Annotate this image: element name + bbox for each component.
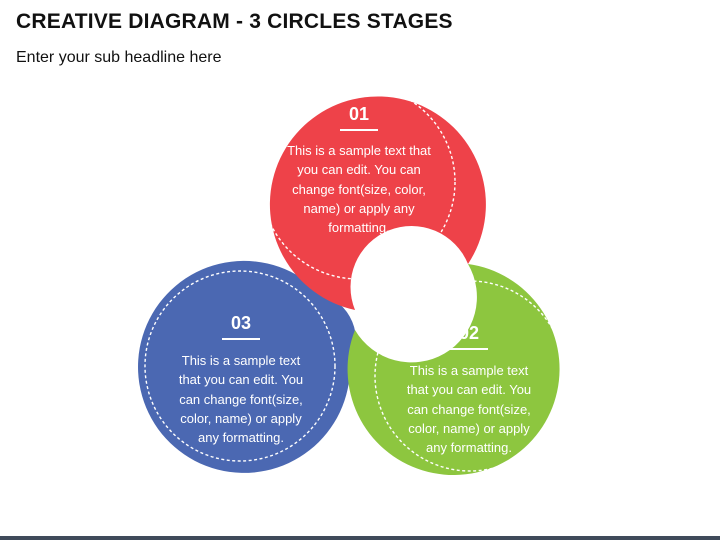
- bottom-bar: [0, 536, 720, 540]
- stage-02-dashed-ring: [374, 280, 566, 472]
- stage-02-shape: [347, 264, 560, 476]
- page-subtitle: Enter your sub headline here: [16, 49, 222, 66]
- stage-03-number-underline: [222, 338, 260, 340]
- stage-03-shape: [138, 260, 357, 473]
- stage-03-circle: [138, 260, 357, 473]
- page-title: CREATIVE DIAGRAM - 3 CIRCLES STAGES: [16, 10, 453, 33]
- stage-01-dashed-ring: [260, 84, 456, 280]
- stage-03-text: This is a sample text that you can edit.…: [178, 353, 304, 446]
- stage-02-number-underline: [450, 348, 488, 350]
- stage-01-number-underline: [340, 129, 378, 131]
- stage-02-text: This is a sample text that you can edit.…: [406, 363, 532, 456]
- stage-01-text: This is a sample text that you can edit.…: [287, 143, 431, 236]
- stage-02-circle: [347, 264, 566, 476]
- stage-02-number: 02: [458, 323, 480, 343]
- stage-03-number: 03: [230, 313, 252, 333]
- stage-01-number: 01: [348, 104, 370, 124]
- stage-03-dashed-ring: [144, 270, 336, 462]
- stage-01-circle: [260, 84, 486, 310]
- stage-01-shape: [269, 96, 486, 310]
